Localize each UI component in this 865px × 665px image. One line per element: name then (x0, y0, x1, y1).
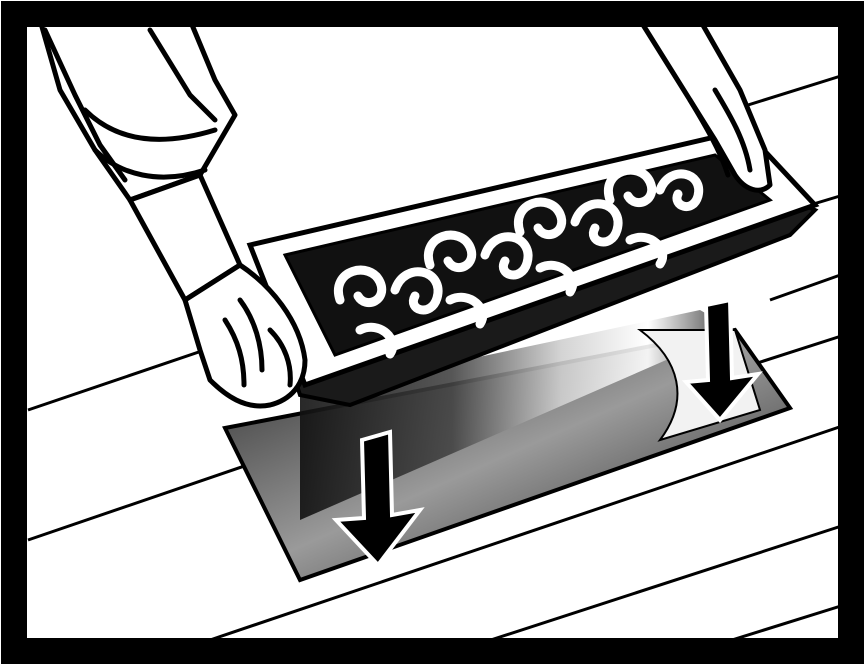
hand-icon (40, 20, 305, 406)
